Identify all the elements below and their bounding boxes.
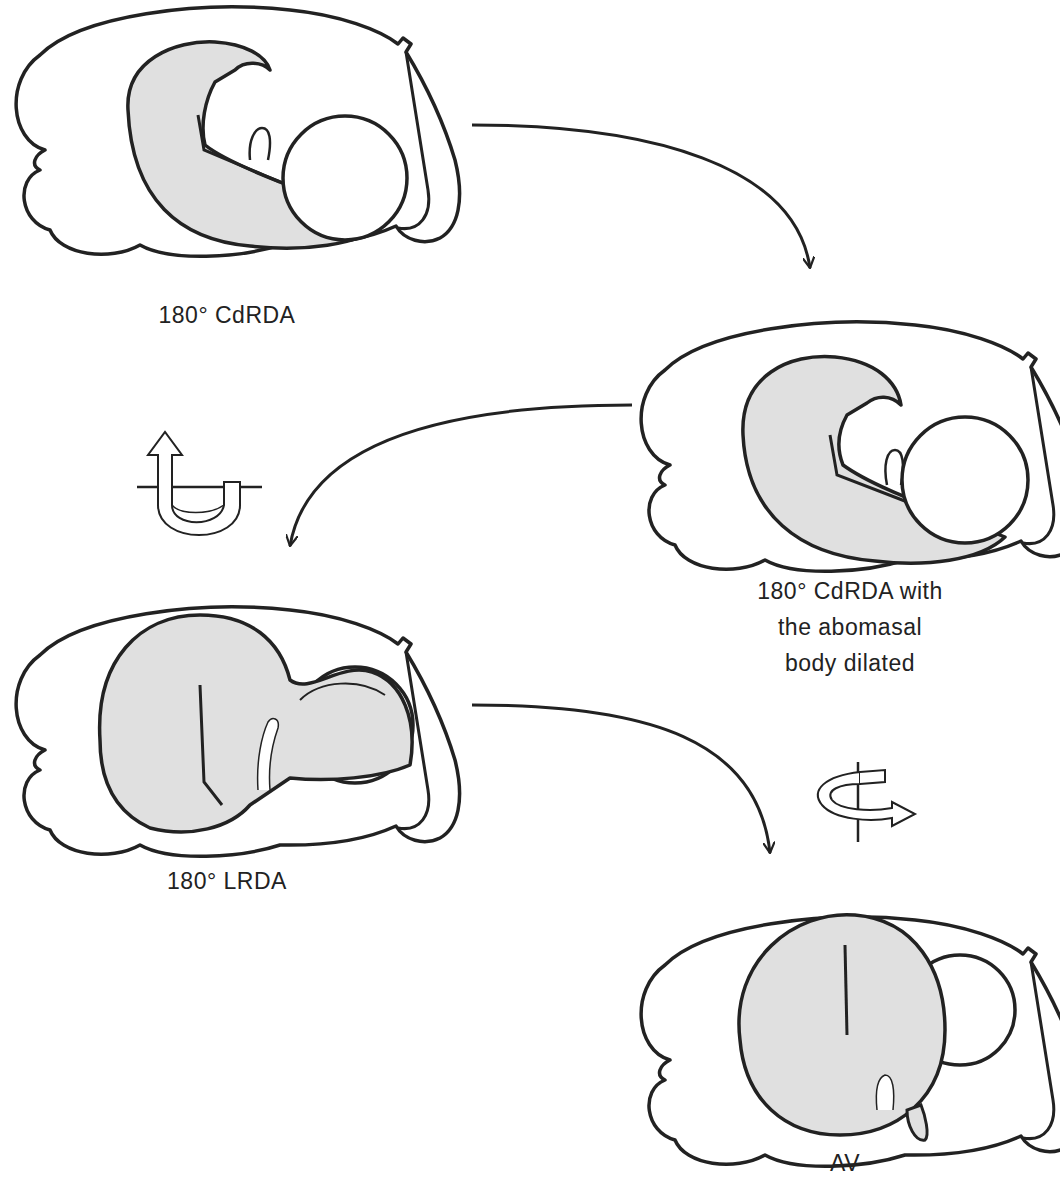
- stage-caption: 180° LRDA: [167, 863, 287, 899]
- panel-cdrda: [16, 7, 459, 256]
- transition-arrow: [472, 125, 810, 268]
- panel-lrda: [16, 607, 459, 856]
- stage-caption: AV: [830, 1145, 860, 1181]
- stage-panel: AV: [632, 855, 1058, 1181]
- rotation-symbol: [818, 762, 915, 842]
- stage-panel: 180° CdRDA: [10, 0, 472, 337]
- panel-cdrda-dilated: [641, 322, 1060, 571]
- stage-caption: 180° CdRDA: [159, 297, 296, 333]
- rotation-symbol: [137, 432, 262, 535]
- stage-caption: 180° CdRDA with the abomasal body dilate…: [750, 573, 950, 681]
- stage-panel: 180° CdRDA with the abomasal body dilate…: [632, 270, 1058, 685]
- stage-panel: 180° LRDA: [10, 548, 472, 903]
- transition-arrow: [472, 705, 770, 853]
- panel-av: [641, 915, 1060, 1167]
- transition-arrow: [290, 405, 632, 546]
